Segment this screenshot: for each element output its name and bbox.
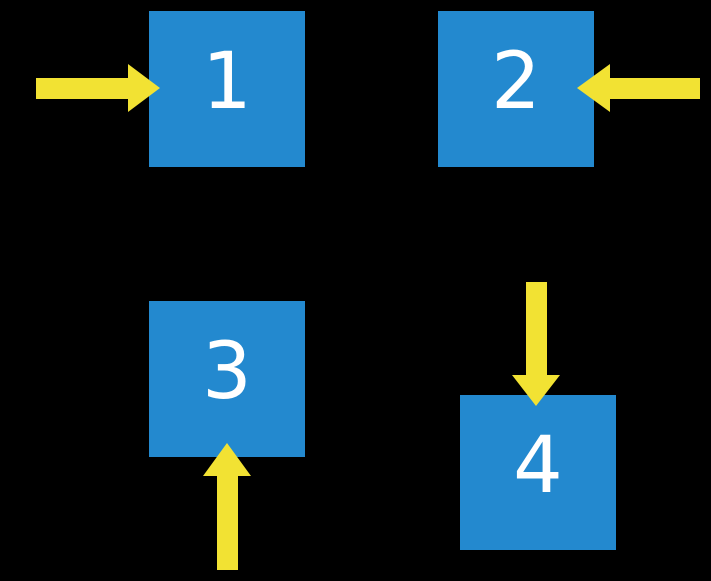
arrow-down-icon — [512, 282, 560, 406]
arrow-left-icon — [577, 64, 700, 112]
arrow-into-box-1 — [36, 64, 160, 112]
arrow-into-box-3 — [203, 443, 251, 570]
box-4-label: 4 — [513, 420, 563, 511]
box-2: 2 — [438, 11, 594, 167]
box-4: 4 — [460, 395, 616, 550]
box-1-label: 1 — [202, 37, 252, 127]
box-3-label: 3 — [202, 327, 252, 417]
box-3: 3 — [149, 301, 305, 457]
box-2-label: 2 — [491, 37, 541, 127]
arrow-into-box-2 — [577, 64, 700, 112]
arrow-up-icon — [203, 443, 251, 570]
box-1: 1 — [149, 11, 305, 167]
arrow-right-icon — [36, 64, 160, 112]
arrow-into-box-4 — [512, 282, 560, 406]
